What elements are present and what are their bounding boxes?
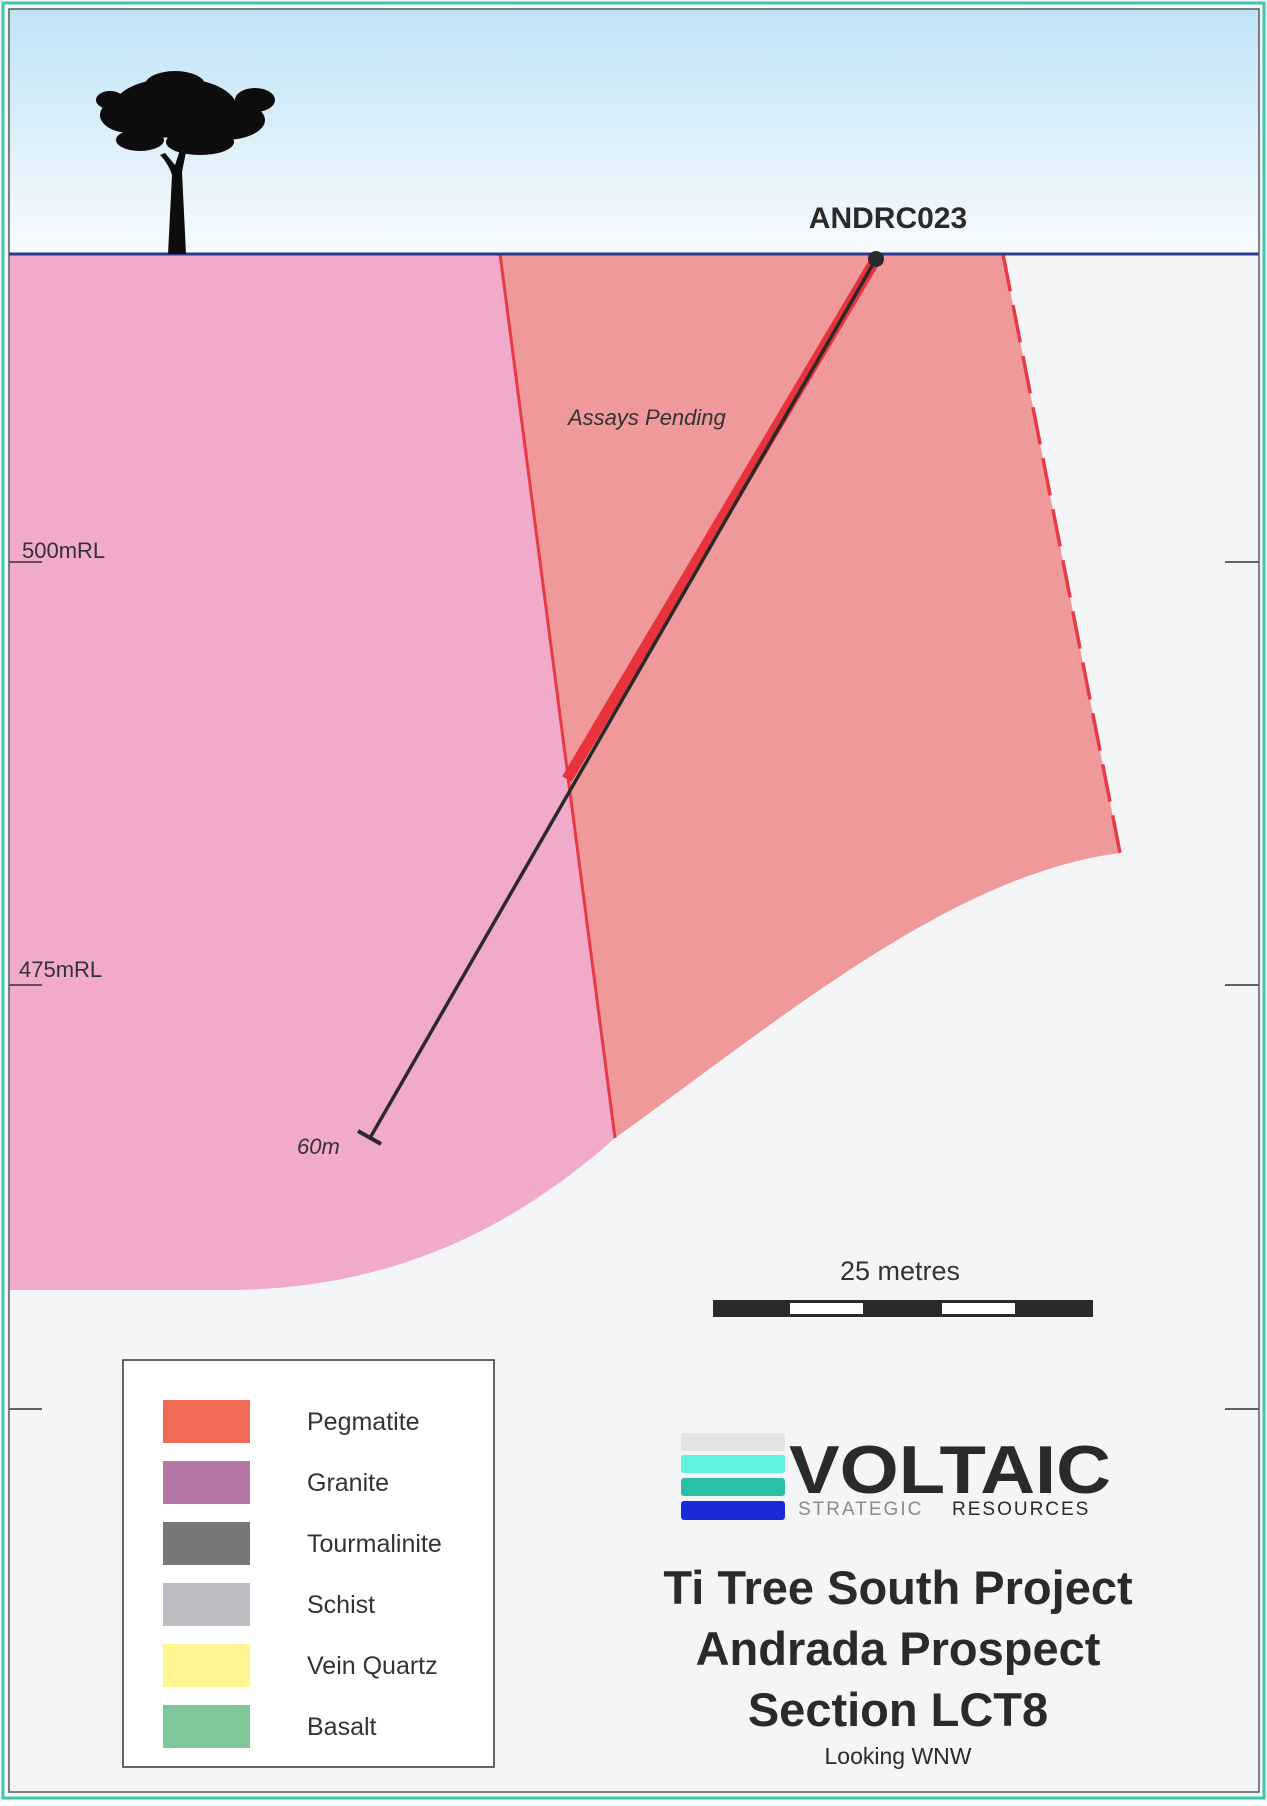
logo-tagline-dark: RESOURCES [952, 1499, 1090, 1520]
legend-label: Pegmatite [307, 1408, 420, 1436]
title-block: Ti Tree South Project Andrada Prospect S… [663, 1561, 1133, 1769]
scale-bar: 25 metres [713, 1256, 1093, 1317]
title-view-direction: Looking WNW [825, 1743, 972, 1769]
pegmatite-contact-west [498, 253, 617, 1139]
logo-wordmark: VOLTAIC [789, 1432, 1111, 1508]
voltaic-logo-mark [681, 1433, 785, 1520]
drillhole-id-label: ANDRC023 [809, 202, 967, 235]
pegmatite-body [500, 254, 1120, 1138]
assays-pending-label: Assays Pending [566, 405, 727, 430]
rl-label-475: 475mRL [19, 957, 102, 982]
rl-label-500: 500mRL [22, 538, 105, 563]
legend-swatch [163, 1644, 250, 1687]
scale-bar-segment-light [942, 1303, 1015, 1314]
legend-label: Schist [307, 1591, 375, 1619]
voltaic-logo: VOLTAIC STRATEGIC RESOURCES [681, 1432, 1111, 1520]
tree-icon [96, 71, 275, 254]
scale-bar-segment-light [790, 1303, 863, 1314]
title-prospect: Andrada Prospect [696, 1622, 1101, 1675]
drillhole-trace [368, 258, 878, 1139]
title-section: Section LCT8 [748, 1683, 1048, 1736]
inner-frame [8, 8, 1260, 1793]
legend-label: Tourmalinite [307, 1530, 442, 1558]
legend-swatch [163, 1583, 250, 1626]
legend-label: Basalt [307, 1713, 377, 1741]
legend-label: Granite [307, 1469, 389, 1497]
scale-bar-frame [713, 1300, 1093, 1317]
drillhole-collar [868, 251, 884, 267]
scale-bar-label: 25 metres [840, 1256, 960, 1286]
legend-swatch [163, 1705, 250, 1748]
legend-swatch [163, 1522, 250, 1565]
title-project: Ti Tree South Project [663, 1561, 1133, 1614]
legend-label: Vein Quartz [307, 1652, 438, 1680]
drillhole-end-of-hole-tick [357, 1129, 382, 1146]
legend-swatch [163, 1461, 250, 1504]
granite-body [9, 254, 615, 1290]
logo-tagline-light: STRATEGIC [798, 1499, 923, 1520]
legend-swatch [163, 1400, 250, 1443]
hole-depth-label: 60m [297, 1134, 340, 1159]
